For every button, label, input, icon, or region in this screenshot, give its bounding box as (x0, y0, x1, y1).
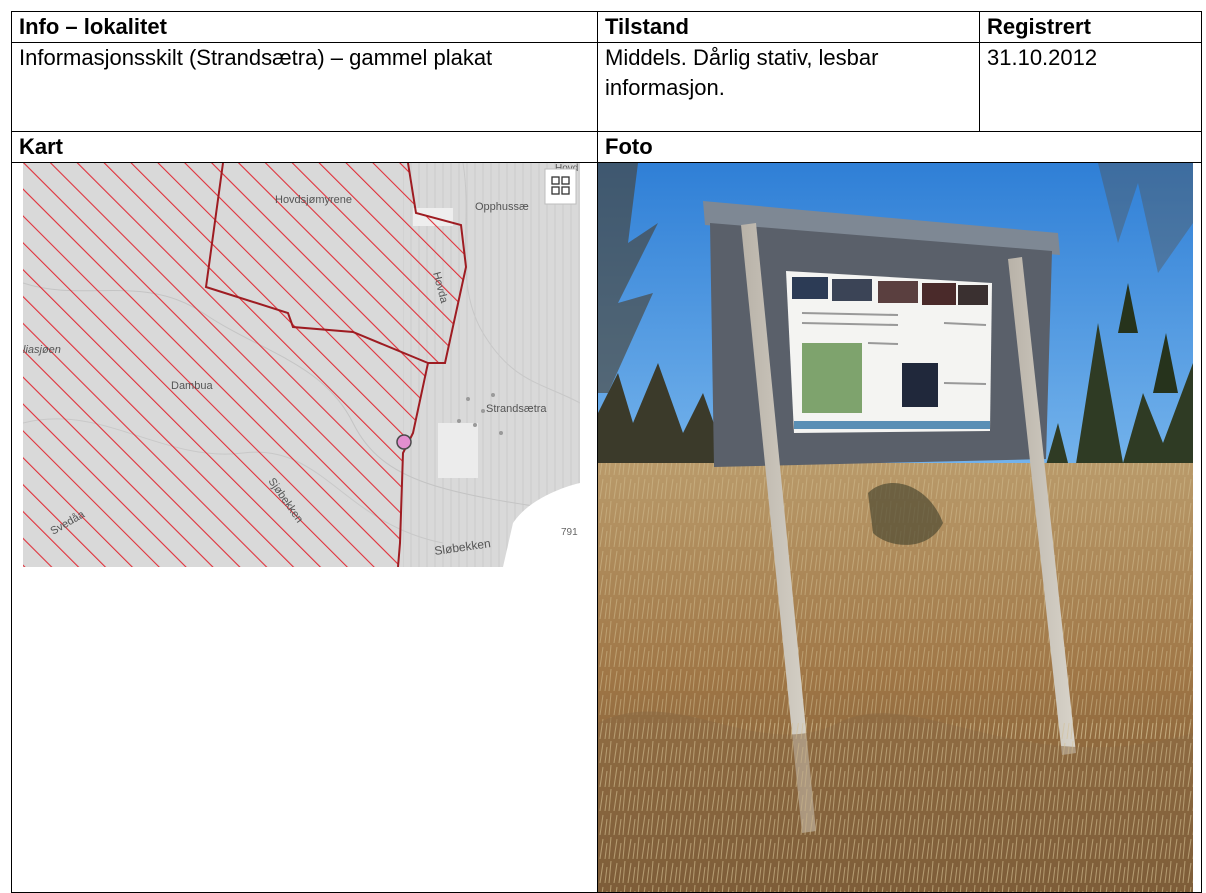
location-marker (396, 434, 412, 450)
map-cell: Hovdsjømyrene Opphussæ Hovd Hovda Strand… (11, 162, 598, 893)
map-label-dambua: Dambua (171, 380, 213, 392)
registration-table: Info – lokalitet Tilstand Registrert Inf… (11, 11, 1202, 893)
map-svg: Hovdsjømyrene Opphussæ Hovd Hovda Strand… (23, 163, 580, 567)
cell-registered: 31.10.2012 (979, 42, 1202, 132)
header-registered: Registrert (979, 11, 1202, 43)
map-label-strandsaetra: Strandsætra (486, 403, 547, 415)
map-image: Hovdsjømyrene Opphussæ Hovd Hovda Strand… (23, 163, 580, 567)
layer-toggle-icon[interactable] (544, 168, 577, 205)
header-map: Kart (11, 131, 598, 163)
map-label-opphussaeter: Opphussæ (475, 201, 529, 213)
map-label-elevation: 791 (561, 527, 578, 538)
map-label-hovdsjomyrene: Hovdsjømyrene (275, 194, 352, 206)
photo-svg (598, 163, 1193, 892)
header-condition: Tilstand (597, 11, 980, 43)
cell-info: Informasjonsskilt (Strandsætra) – gammel… (11, 42, 598, 132)
map-label-liasjoen: liasjøen (23, 344, 61, 356)
cell-condition: Middels. Dårlig stativ, lesbar informasj… (597, 42, 980, 132)
photo-image (598, 163, 1193, 892)
header-photo: Foto (597, 131, 1202, 163)
header-info: Info – lokalitet (11, 11, 598, 43)
photo-cell (597, 162, 1202, 893)
